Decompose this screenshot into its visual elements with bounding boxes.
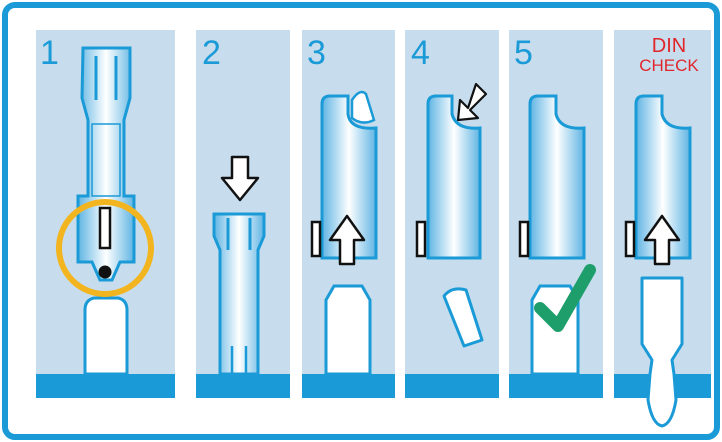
step-number-3: 3 <box>307 34 326 72</box>
step-1-insert <box>83 296 129 376</box>
step-3-valve <box>320 94 378 260</box>
step-3-illustration <box>310 90 378 376</box>
step-5-illustration <box>518 94 596 376</box>
step-4-insert-tilted <box>442 287 484 348</box>
step-3-insert <box>324 284 372 376</box>
din-window <box>624 220 636 258</box>
step-4-window <box>415 220 427 258</box>
step-1-illustration <box>56 46 154 376</box>
din-valve <box>634 94 692 260</box>
check-label: CHECK <box>639 56 699 75</box>
base-bar-2 <box>196 374 290 398</box>
din-check-illustration <box>624 94 692 428</box>
step-5-valve <box>528 94 586 260</box>
step-5-window <box>518 220 530 258</box>
step-3-cap <box>350 90 376 124</box>
arrow-down-icon <box>220 155 260 202</box>
base-bar-4 <box>405 374 499 398</box>
step-1-valve <box>76 46 136 282</box>
arrow-up-icon <box>328 214 366 266</box>
base-bar-3 <box>302 374 395 398</box>
step-3-window <box>310 220 322 258</box>
step-4-illustration <box>415 82 488 348</box>
din-check-label: DIN CHECK <box>628 36 710 74</box>
step-1-window <box>98 206 112 250</box>
step-number-2: 2 <box>202 34 221 72</box>
din-label: DIN <box>651 35 687 57</box>
step-2-valve <box>212 212 266 376</box>
base-bar-5 <box>509 374 603 398</box>
step-2-illustration <box>212 155 266 376</box>
step-number-4: 4 <box>411 34 430 72</box>
arrow-diagonal-icon <box>456 82 488 122</box>
highlight-circle-icon <box>56 199 154 297</box>
arrow-up-icon <box>643 214 681 266</box>
base-bar-1 <box>36 374 175 398</box>
step-1-dot <box>98 265 112 279</box>
step-number-5: 5 <box>514 34 533 72</box>
step-4-valve <box>426 94 482 260</box>
checkmark-icon <box>534 264 596 332</box>
din-probe <box>640 276 684 428</box>
step-number-1: 1 <box>40 34 59 72</box>
